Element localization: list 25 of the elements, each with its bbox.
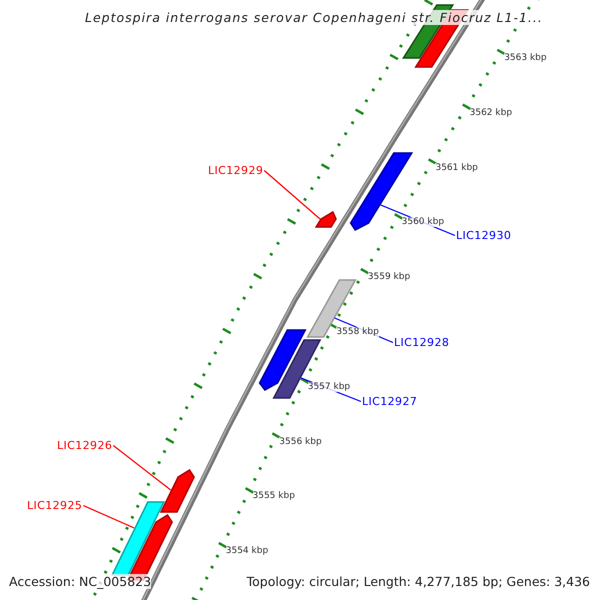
title: Leptospira interrogans serovar Copenhageni str. Fiocruz L1-1... <box>85 10 543 25</box>
tick-label: 3558 kbp <box>336 327 379 337</box>
leader-line <box>83 504 134 529</box>
gene-label: LIC12928 <box>394 336 450 349</box>
tick-label: 3560 kbp <box>402 217 444 228</box>
gene-label: LIC12930 <box>456 229 512 242</box>
genome-stats-text: Topology: circular; Length: 4,277,185 bp; Genes: 3,436 <box>246 574 590 589</box>
gene-bar <box>306 279 357 338</box>
accession-text: Accession: NC_005823 <box>9 574 152 589</box>
gene-label: LIC12929 <box>208 164 264 177</box>
gene-label: LIC12927 <box>362 395 418 408</box>
tick-label: 3554 kbp <box>226 546 268 556</box>
gene-bar <box>111 501 165 576</box>
leader-line <box>264 170 320 220</box>
tick-label: 3555 kbp <box>252 491 295 502</box>
tick-label: 3556 kbp <box>279 436 322 447</box>
gene-label: LIC12926 <box>57 439 112 452</box>
tick-label: 3563 kbp <box>504 53 547 63</box>
gene-arrow <box>314 210 337 228</box>
tick-label: 3559 kbp <box>368 272 410 282</box>
tick-label: 3562 kbp <box>470 108 512 118</box>
gene-arrow <box>160 468 195 513</box>
tick-label: 3557 kbp <box>308 382 350 392</box>
gene-label: LIC12925 <box>27 499 82 512</box>
leader-line <box>112 445 172 490</box>
